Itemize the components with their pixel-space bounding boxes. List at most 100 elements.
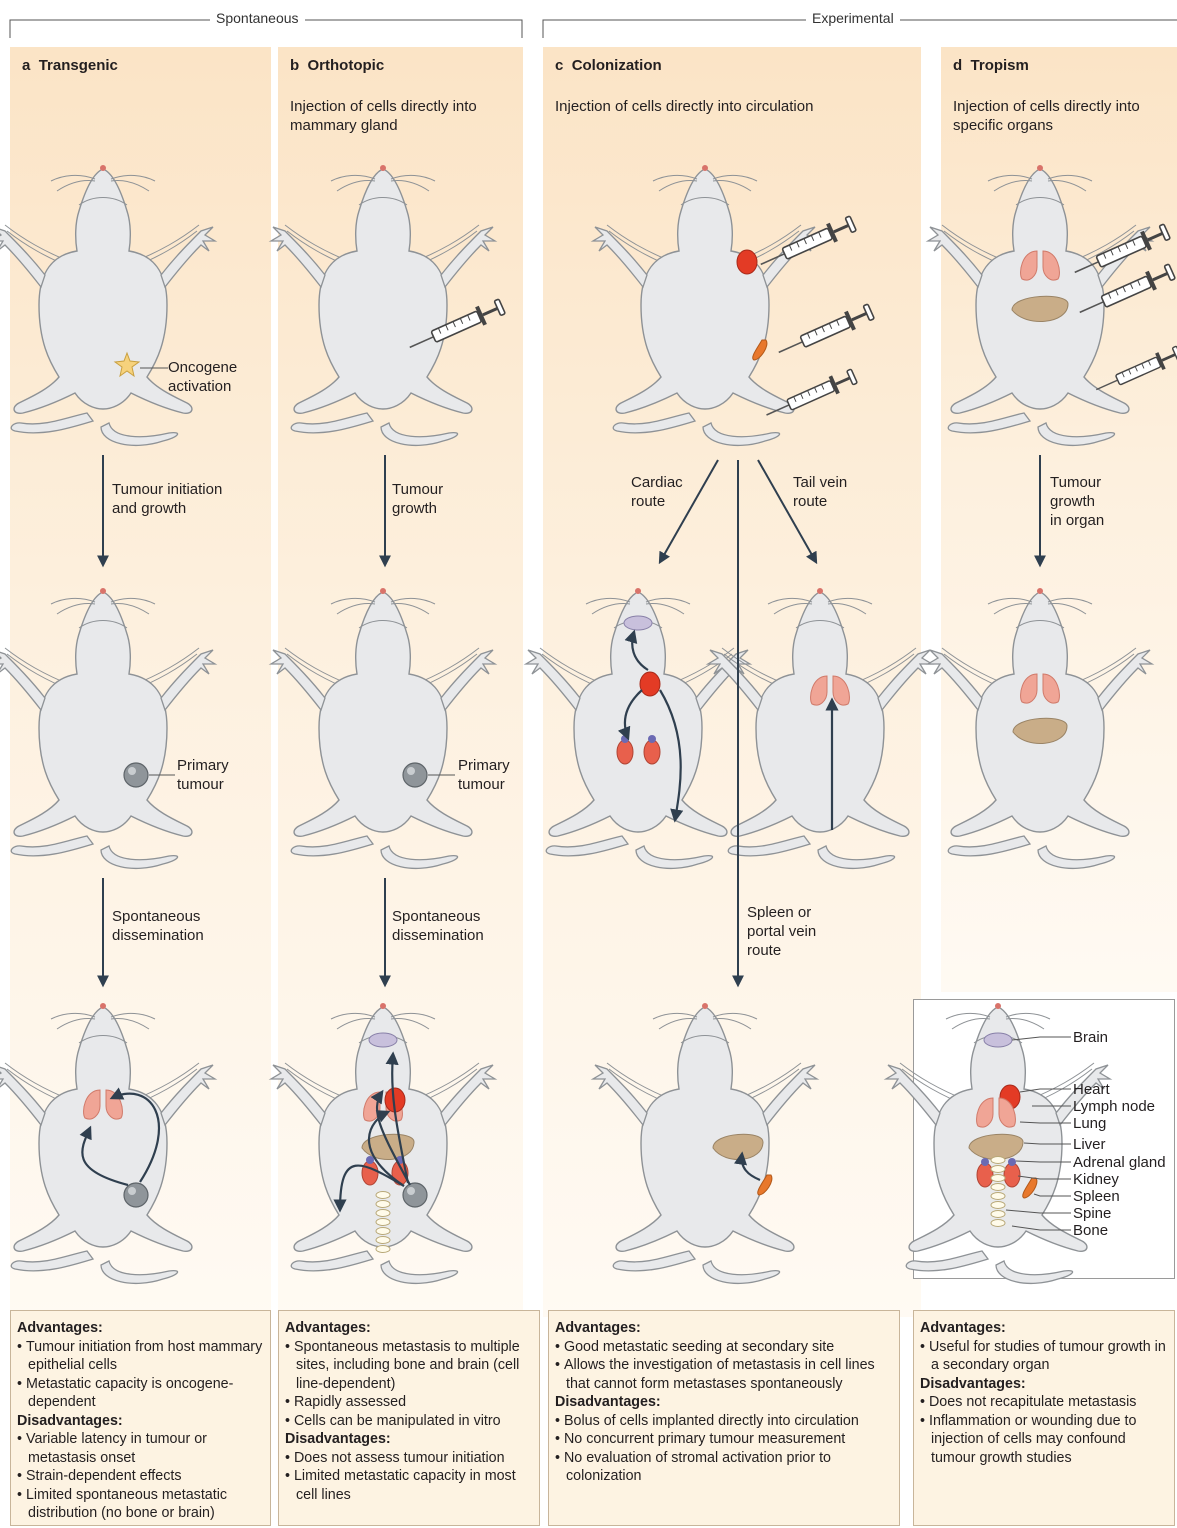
list-item: Metastatic capacity is oncogene-dependen… xyxy=(17,1375,264,1412)
legend-lung: Lung xyxy=(1073,1115,1106,1132)
primary-tumour xyxy=(403,1183,427,1207)
heart xyxy=(640,672,660,696)
tumour-highlight xyxy=(407,1187,415,1195)
spine-vertebra xyxy=(991,1157,1005,1164)
spine-vertebra xyxy=(376,1246,390,1253)
syringe-icon xyxy=(1093,344,1177,397)
spine-vertebra xyxy=(991,1166,1005,1173)
legend-spine: Spine xyxy=(1073,1205,1111,1222)
label-b-step2: Spontaneous dissemination xyxy=(392,907,484,945)
mouse xyxy=(593,1003,817,1283)
heart xyxy=(737,250,757,274)
list-item: Bolus of cells implanted directly into c… xyxy=(555,1412,893,1431)
list-item: Inflammation or wounding due to injectio… xyxy=(920,1412,1168,1468)
list-item: Does not assess tumour initiation xyxy=(285,1449,533,1468)
spine-vertebra xyxy=(991,1184,1005,1191)
primary-tumour xyxy=(403,763,427,787)
disadvantages-list: Variable latency in tumour or metastasis… xyxy=(17,1430,264,1523)
primary-tumour xyxy=(124,1183,148,1207)
mouse xyxy=(271,588,495,868)
list-item: Does not recapitulate metastasis xyxy=(920,1393,1168,1412)
disadvantages-heading: Disadvantages: xyxy=(285,1430,533,1449)
legend-adrenal-gland: Adrenal gland xyxy=(1073,1154,1166,1171)
legend-liver: Liver xyxy=(1073,1136,1106,1153)
advantages-list: Tumour initiation from host mammary epit… xyxy=(17,1338,264,1412)
advantages-list: Spontaneous metastasis to multiple sites… xyxy=(285,1338,533,1431)
spine-vertebra xyxy=(376,1228,390,1235)
mouse xyxy=(271,165,495,445)
spine-vertebra xyxy=(991,1211,1005,1218)
legend-leader-line xyxy=(1012,1037,1071,1040)
mouse xyxy=(0,165,215,445)
label-oncogene-activation: Oncogene activation xyxy=(168,358,237,396)
label-cardiac-route: Cardiac route xyxy=(631,473,683,511)
label-b-step1: Tumour growth xyxy=(392,480,443,518)
label-a-step2: Spontaneous dissemination xyxy=(112,907,204,945)
spine-vertebra xyxy=(991,1193,1005,1200)
disadvantages-list: Does not recapitulate metastasisInflamma… xyxy=(920,1393,1168,1467)
disadvantages-list: Does not assess tumour initiationLimited… xyxy=(285,1449,533,1505)
list-item: No concurrent primary tumour measurement xyxy=(555,1430,893,1449)
list-item: Tumour initiation from host mammary epit… xyxy=(17,1338,264,1375)
tumour-highlight xyxy=(128,767,136,775)
spine-vertebra xyxy=(376,1219,390,1226)
advantages-list: Useful for studies of tumour growth in a… xyxy=(920,1338,1168,1375)
spine-vertebra xyxy=(376,1192,390,1199)
disadvantages-heading: Disadvantages: xyxy=(555,1393,893,1412)
proscons-orthotopic: Advantages: Spontaneous metastasis to mu… xyxy=(278,1310,540,1526)
mouse xyxy=(593,165,817,445)
advantages-heading: Advantages: xyxy=(555,1319,893,1338)
mouse xyxy=(0,588,215,868)
spine-vertebra xyxy=(376,1201,390,1208)
syringe-icon xyxy=(775,302,875,361)
list-item: Rapidly assessed xyxy=(285,1393,533,1412)
list-item: Variable latency in tumour or metastasis… xyxy=(17,1430,264,1467)
kidney xyxy=(362,1161,378,1185)
list-item: Allows the investigation of metastasis i… xyxy=(555,1356,893,1393)
spine-vertebra xyxy=(376,1210,390,1217)
kidney xyxy=(977,1163,993,1187)
brain xyxy=(984,1033,1012,1047)
tumour-highlight xyxy=(128,1187,136,1195)
list-item: Cells can be manipulated in vitro xyxy=(285,1412,533,1431)
label-b-primary: Primary tumour xyxy=(458,756,510,794)
advantages-heading: Advantages: xyxy=(920,1319,1168,1338)
adrenal-gland xyxy=(1008,1158,1016,1166)
syringe-icon xyxy=(763,367,858,423)
legend-kidney: Kidney xyxy=(1073,1171,1119,1188)
list-item: Useful for studies of tumour growth in a… xyxy=(920,1338,1168,1375)
list-item: Limited metastatic capacity in most cell… xyxy=(285,1467,533,1504)
primary-tumour xyxy=(124,763,148,787)
spine-vertebra xyxy=(991,1220,1005,1227)
tumour-highlight xyxy=(407,767,415,775)
spine-vertebra xyxy=(991,1202,1005,1209)
spine-vertebra xyxy=(991,1175,1005,1182)
legend-bone: Bone xyxy=(1073,1222,1108,1239)
proscons-tropism: Advantages: Useful for studies of tumour… xyxy=(913,1310,1175,1526)
list-item: Good metastatic seeding at secondary sit… xyxy=(555,1338,893,1357)
proscons-colonization: Advantages: Good metastatic seeding at s… xyxy=(548,1310,900,1526)
list-item: Strain-dependent effects xyxy=(17,1467,264,1486)
legend-brain: Brain xyxy=(1073,1029,1108,1046)
mouse xyxy=(0,1003,215,1283)
advantages-list: Good metastatic seeding at secondary sit… xyxy=(555,1338,893,1394)
legend-heart: Heart xyxy=(1073,1081,1110,1098)
adrenal-gland xyxy=(648,735,656,743)
list-item: No evaluation of stromal activation prio… xyxy=(555,1449,893,1486)
diagram-art xyxy=(0,0,1177,1300)
list-item: Spontaneous metastasis to multiple sites… xyxy=(285,1338,533,1394)
spine-vertebra xyxy=(376,1237,390,1244)
disadvantages-heading: Disadvantages: xyxy=(17,1412,264,1431)
label-spleen-route: Spleen or portal vein route xyxy=(747,903,816,960)
brain xyxy=(369,1033,397,1047)
advantages-heading: Advantages: xyxy=(17,1319,264,1338)
brain xyxy=(624,616,652,630)
adrenal-gland xyxy=(981,1158,989,1166)
label-a-primary: Primary tumour xyxy=(177,756,229,794)
legend-lymph-node: Lymph node xyxy=(1073,1098,1155,1115)
list-item: Limited spontaneous metastatic distribut… xyxy=(17,1486,264,1523)
disadvantages-heading: Disadvantages: xyxy=(920,1375,1168,1394)
disadvantages-list: Bolus of cells implanted directly into c… xyxy=(555,1412,893,1486)
legend-spleen: Spleen xyxy=(1073,1188,1120,1205)
proscons-transgenic: Advantages: Tumour initiation from host … xyxy=(10,1310,271,1526)
